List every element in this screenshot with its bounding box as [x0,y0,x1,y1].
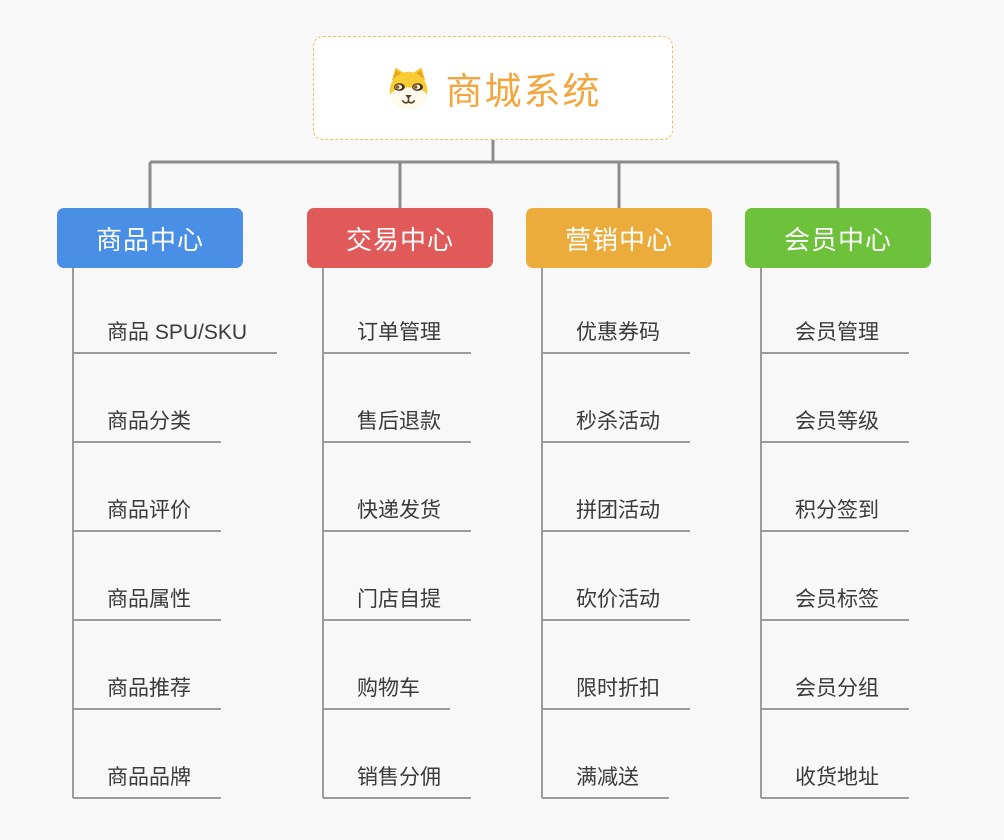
leaf-node[interactable]: 限时折扣 [542,668,690,710]
leaf-node[interactable]: 商品分类 [73,401,221,443]
leaf-node[interactable]: 门店自提 [323,579,471,621]
leaf-node[interactable]: 商品 SPU/SKU [73,312,278,354]
branch-node-member-center[interactable]: 会员中心 [745,208,931,268]
leaf-node[interactable]: 秒杀活动 [542,401,690,443]
branch-node-marketing-center[interactable]: 营销中心 [526,208,712,268]
leaf-node[interactable]: 拼团活动 [542,490,690,532]
root-title: 商城系统 [445,71,602,112]
leaf-node[interactable]: 订单管理 [323,312,471,354]
leaf-node[interactable]: 商品属性 [73,579,221,621]
leaf-node[interactable]: 商品推荐 [73,668,221,710]
leaf-node[interactable]: 会员标签 [761,579,909,621]
leaf-node[interactable]: 会员分组 [761,668,909,710]
leaf-node[interactable]: 收货地址 [761,757,909,799]
leaf-node[interactable]: 销售分佣 [323,757,471,799]
leaf-node[interactable]: 会员等级 [761,401,909,443]
leaf-node[interactable]: 优惠券码 [542,312,690,354]
branch-node-product-center[interactable]: 商品中心 [57,208,243,268]
column-spine [72,268,762,798]
leaf-node[interactable]: 商品品牌 [73,757,221,799]
root-node[interactable]: 商城系统 [313,36,673,140]
leaf-node[interactable]: 商品评价 [73,490,221,532]
leaf-node[interactable]: 满减送 [542,757,669,799]
leaf-node[interactable]: 会员管理 [761,312,909,354]
leaf-node[interactable]: 售后退款 [323,401,471,443]
leaf-node[interactable]: 购物车 [323,668,450,710]
branch-node-trade-center[interactable]: 交易中心 [307,208,493,268]
shiba-dog-icon [389,66,427,110]
leaf-node[interactable]: 砍价活动 [542,579,690,621]
leaf-node[interactable]: 积分签到 [761,490,909,532]
tree-connector [148,140,840,208]
leaf-node[interactable]: 快递发货 [323,490,471,532]
